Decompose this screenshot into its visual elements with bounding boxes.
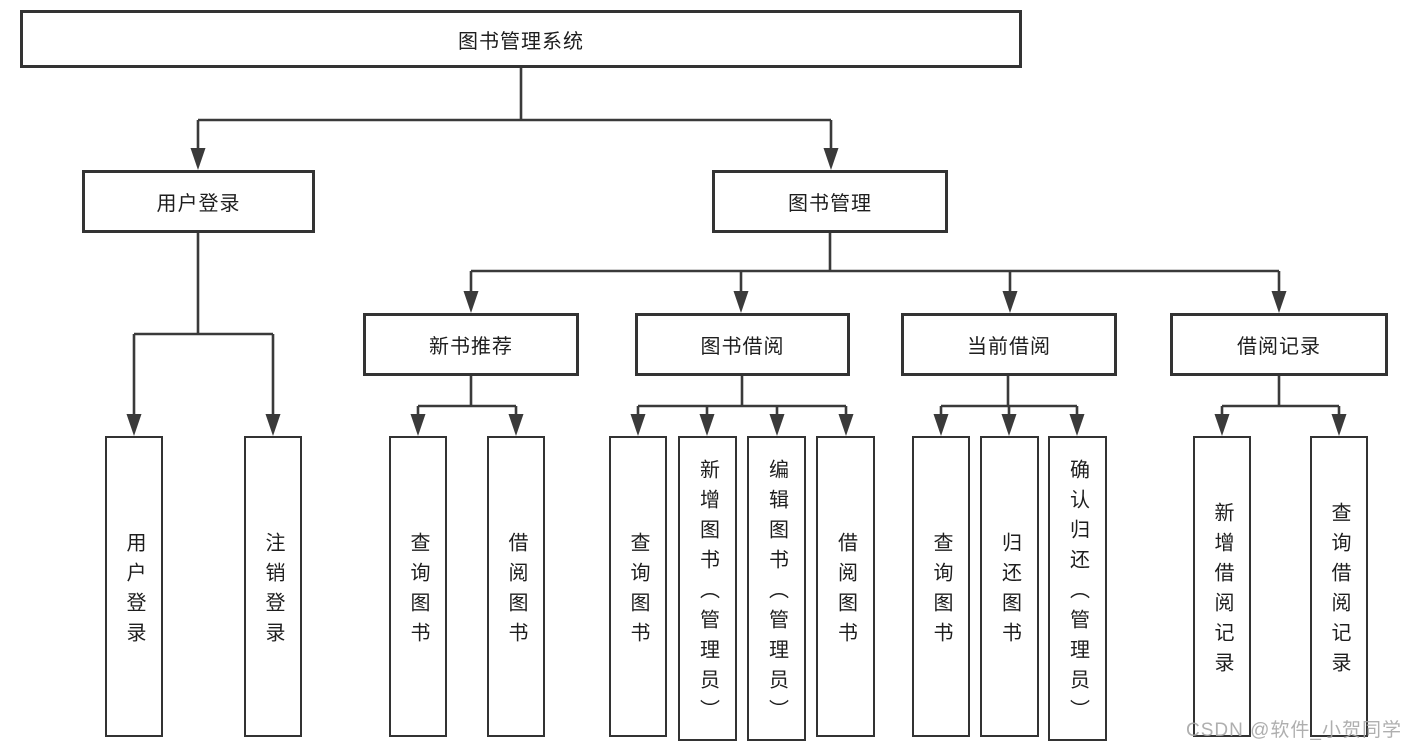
node-book-borrow: 图书借阅 — [635, 313, 850, 376]
node-current-borrow: 当前借阅 — [901, 313, 1117, 376]
watermark: CSDN @软件_小贺同学 — [1186, 720, 1402, 741]
leaf-query-book-current-label: 查询图书 — [930, 531, 952, 652]
leaf-return-book-label: 归还图书 — [998, 531, 1021, 652]
node-library-management-system: 图书管理系统 — [20, 10, 1022, 68]
leaf-add-borrow-record-label: 新增借阅记录 — [1211, 501, 1233, 682]
leaf-query-book-borrow-label: 查询图书 — [627, 531, 649, 652]
node-user-login: 用户登录 — [82, 170, 315, 233]
leaf-user-login: 用户登录 — [105, 436, 163, 737]
leaf-borrow-book-recommend-label: 借阅图书 — [505, 531, 527, 652]
leaf-edit-book-admin-label: 编辑图书（管理员） — [765, 458, 788, 729]
leaf-borrow-book: 借阅图书 — [816, 436, 875, 737]
leaf-logout: 注销登录 — [244, 436, 302, 737]
leaf-logout-label: 注销登录 — [262, 531, 284, 652]
leaf-add-book-admin-label: 新增图书（管理员） — [696, 458, 719, 729]
leaf-confirm-return-admin: 确认归还（管理员） — [1048, 436, 1107, 741]
leaf-query-book-current: 查询图书 — [912, 436, 970, 737]
leaf-confirm-return-admin-label: 确认归还（管理员） — [1066, 458, 1089, 729]
leaf-borrow-book-label: 借阅图书 — [834, 531, 857, 652]
leaf-borrow-book-recommend: 借阅图书 — [487, 436, 545, 737]
leaf-add-borrow-record: 新增借阅记录 — [1193, 436, 1251, 737]
leaf-query-book-borrow: 查询图书 — [609, 436, 667, 737]
leaf-return-book: 归还图书 — [980, 436, 1039, 737]
leaf-query-borrow-record: 查询借阅记录 — [1310, 436, 1368, 737]
node-book-management: 图书管理 — [712, 170, 948, 233]
leaf-user-login-label: 用户登录 — [123, 531, 145, 652]
leaf-query-book-recommend: 查询图书 — [389, 436, 447, 737]
node-borrow-records: 借阅记录 — [1170, 313, 1388, 376]
node-new-book-recommend: 新书推荐 — [363, 313, 579, 376]
leaf-edit-book-admin: 编辑图书（管理员） — [747, 436, 806, 741]
leaf-add-book-admin: 新增图书（管理员） — [678, 436, 737, 741]
leaf-query-book-recommend-label: 查询图书 — [407, 531, 429, 652]
leaf-query-borrow-record-label: 查询借阅记录 — [1328, 501, 1350, 682]
